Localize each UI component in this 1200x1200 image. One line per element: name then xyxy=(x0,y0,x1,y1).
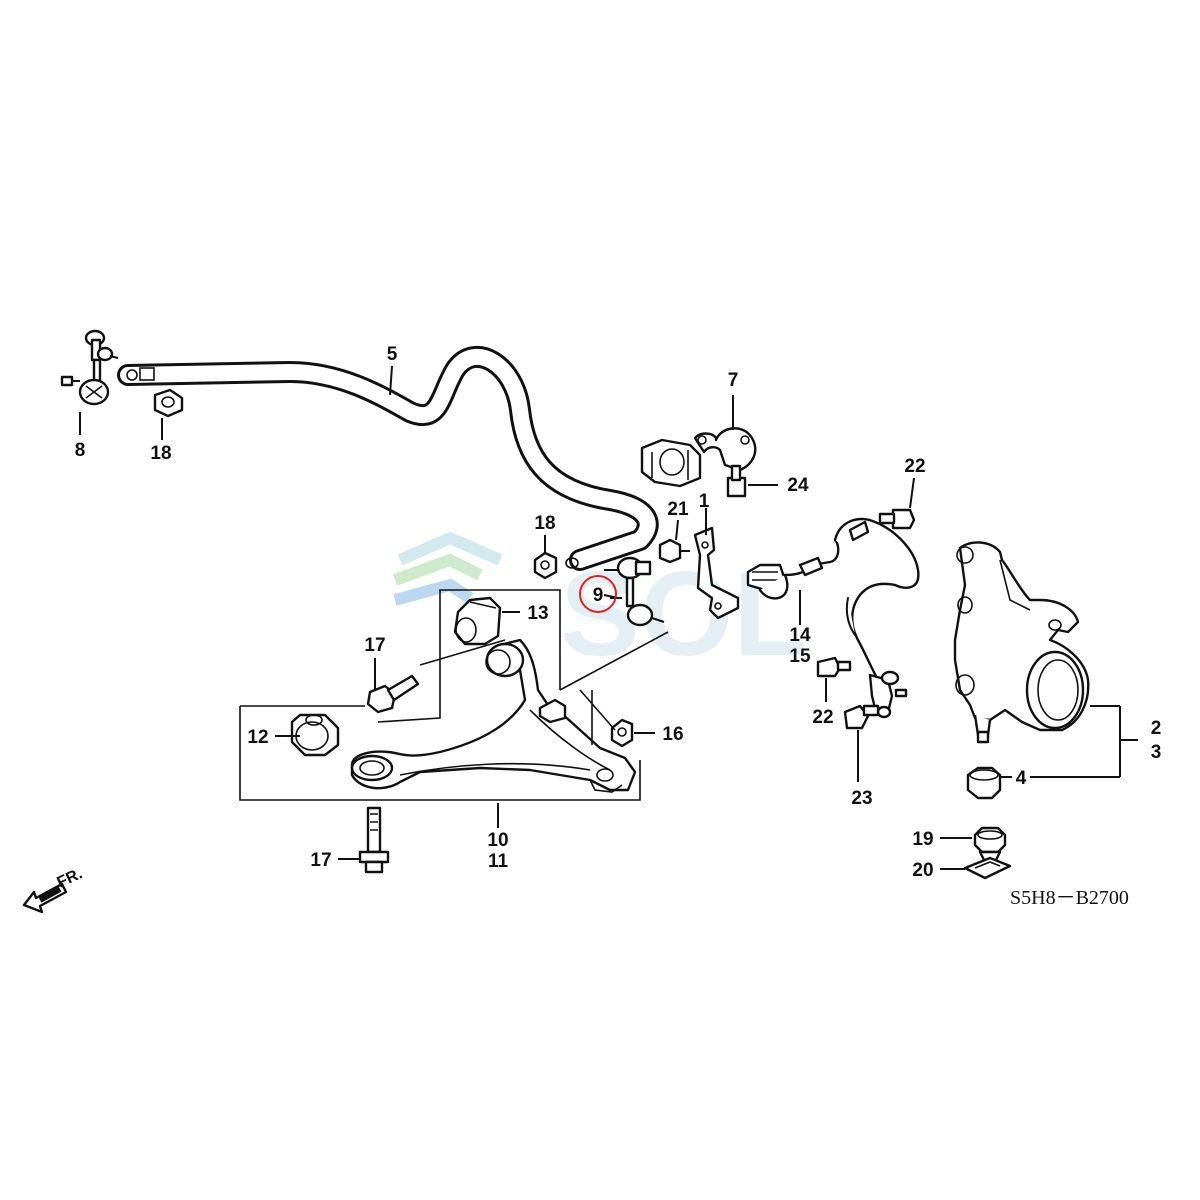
stabilizer-link-right xyxy=(604,556,665,627)
callout-20: 20 xyxy=(912,860,933,881)
nut-21 xyxy=(658,538,690,564)
bolt-22-top xyxy=(878,508,916,530)
callout-21: 21 xyxy=(667,499,689,520)
callout-16: 16 xyxy=(662,724,683,745)
nut-center-18 xyxy=(533,551,558,580)
callout-24: 24 xyxy=(787,475,809,496)
callout-18-left: 18 xyxy=(150,443,171,464)
callout-5: 5 xyxy=(387,344,398,365)
callout-1: 1 xyxy=(699,491,710,512)
diagram-code: S5H8－B2700 xyxy=(1010,887,1129,909)
callout-4: 4 xyxy=(1016,768,1027,789)
bushing-13 xyxy=(453,596,502,646)
callout-12: 12 xyxy=(247,727,268,748)
bracket xyxy=(693,526,740,620)
bushing-12 xyxy=(290,713,340,757)
bushing-holder xyxy=(693,427,757,472)
bolt-22-bottom xyxy=(816,656,852,678)
stabilizer-bar xyxy=(117,346,659,571)
callout-22-top: 22 xyxy=(904,456,925,477)
callout-9: 9 xyxy=(593,585,604,606)
callout-14: 14 xyxy=(789,625,811,646)
clip-19 xyxy=(973,826,1007,862)
callout-13: 13 xyxy=(527,603,548,624)
front-direction-arrow: FR. xyxy=(22,865,86,914)
ball-joint-boot xyxy=(966,766,1002,800)
callout-8: 8 xyxy=(75,440,86,461)
abs-sensor-wire xyxy=(746,517,920,719)
bolt-17-upper xyxy=(366,674,420,714)
highlight-circle xyxy=(579,575,617,613)
callout-2: 2 xyxy=(1151,718,1162,739)
direction-label: FR. xyxy=(55,865,86,891)
callout-3: 3 xyxy=(1151,742,1162,763)
assembly-brackets xyxy=(239,589,669,801)
bolt-24 xyxy=(726,464,747,498)
stabilizer-bushing xyxy=(640,438,702,488)
callout-15: 15 xyxy=(789,646,811,667)
plate-20 xyxy=(963,856,1012,880)
bolt-23 xyxy=(843,704,880,730)
callout-10: 10 xyxy=(487,830,508,851)
bolt-17-lower xyxy=(358,806,390,874)
callout-17-upper: 17 xyxy=(364,635,385,656)
steering-knuckle xyxy=(953,541,1090,744)
callout-18-center: 18 xyxy=(534,513,555,534)
callout-7: 7 xyxy=(728,370,739,391)
callout-17-lower: 17 xyxy=(310,850,331,871)
callout-23: 23 xyxy=(851,788,872,809)
lower-arm xyxy=(350,638,637,793)
callout-11: 11 xyxy=(488,851,509,872)
nut-16 xyxy=(610,718,634,748)
callout-19: 19 xyxy=(912,829,933,850)
callout-labels: 1 2 3 4 5 7 8 9 10 11 12 13 14 15 16 17 … xyxy=(75,344,1162,881)
leader-lines xyxy=(79,365,1138,870)
bushing-left xyxy=(153,388,184,418)
stabilizer-link-left xyxy=(60,329,119,406)
callout-22-bottom: 22 xyxy=(812,707,833,728)
